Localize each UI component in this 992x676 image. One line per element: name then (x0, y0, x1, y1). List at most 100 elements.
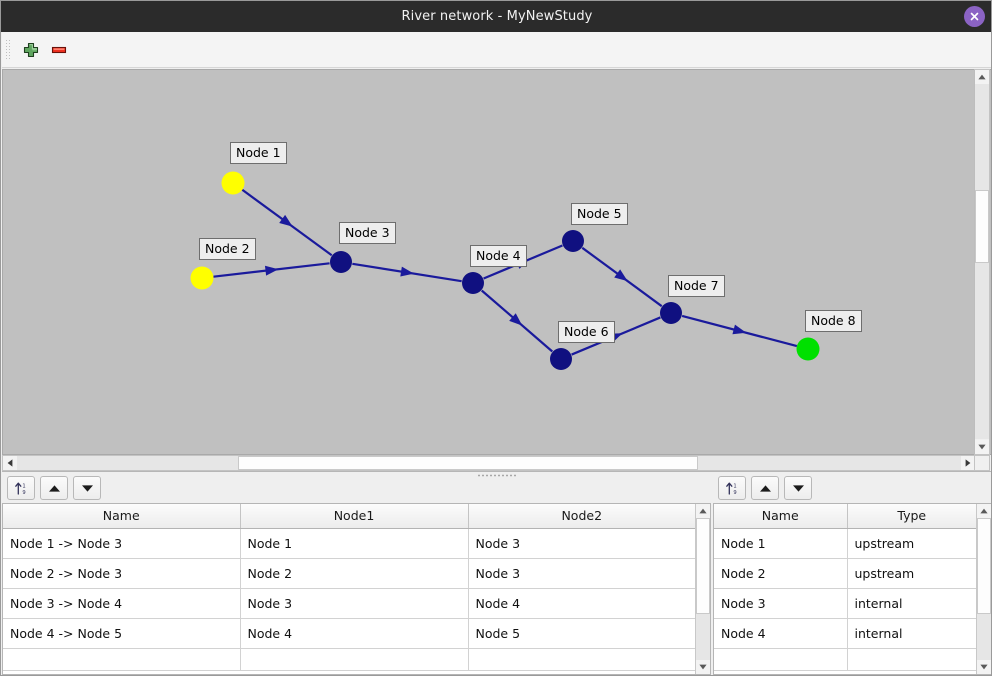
graph-node[interactable] (221, 171, 245, 195)
graph-node-label[interactable]: Node 3 (339, 222, 396, 244)
table-cell[interactable]: Node 4 (240, 618, 469, 649)
table-cell[interactable]: Node 3 (468, 528, 695, 559)
scroll-down-button[interactable] (975, 440, 989, 454)
table-cell[interactable] (240, 648, 469, 671)
table-cell[interactable]: Node 3 (468, 558, 695, 589)
reaches-move-up-button[interactable] (40, 476, 68, 500)
reaches-scroll-thumb[interactable] (696, 518, 710, 614)
nodes-scroll-track[interactable] (977, 614, 991, 662)
table-cell[interactable]: Node 1 (714, 528, 848, 559)
graph-node[interactable] (796, 337, 820, 361)
graph-node-label[interactable]: Node 5 (571, 203, 628, 225)
column-header[interactable]: Node2 (468, 504, 695, 529)
table-cell[interactable]: Node 3 -> Node 4 (3, 588, 241, 619)
table-cell[interactable]: Node 4 (714, 618, 848, 649)
table-cell[interactable]: Node 4 (468, 588, 695, 619)
canvas-horizontal-scrollbar[interactable] (2, 455, 976, 471)
scroll-thumb-horizontal[interactable] (238, 456, 698, 470)
close-button[interactable] (964, 6, 985, 27)
toolbar-grip[interactable] (5, 38, 12, 61)
graph-edges (213, 188, 798, 356)
table-cell[interactable]: Node 2 -> Node 3 (3, 558, 241, 589)
nodes-vertical-scrollbar[interactable] (976, 504, 991, 674)
nodes-sort-button[interactable]: 1 9 (718, 476, 746, 500)
column-header[interactable]: Type (847, 504, 976, 529)
graph-node[interactable] (190, 266, 214, 290)
table-cell[interactable]: internal (847, 588, 976, 619)
table-cell[interactable]: upstream (847, 558, 976, 589)
graph-node-label[interactable]: Node 1 (230, 142, 287, 164)
table-row-empty[interactable] (3, 648, 695, 671)
reaches-move-down-button[interactable] (73, 476, 101, 500)
table-cell[interactable]: internal (847, 618, 976, 649)
column-header[interactable]: Node1 (240, 504, 469, 529)
table-cell[interactable] (3, 648, 241, 671)
graph-node-label[interactable]: Node 2 (199, 238, 256, 260)
reaches-vertical-scrollbar[interactable] (695, 504, 710, 674)
nodes-move-up-button[interactable] (751, 476, 779, 500)
graph-node-label[interactable]: Node 6 (558, 321, 615, 343)
scroll-up-button[interactable] (975, 70, 989, 84)
hscroll-track-left[interactable] (17, 456, 238, 470)
graph-node[interactable] (330, 251, 352, 273)
table-cell[interactable]: Node 3 (240, 588, 469, 619)
reaches-scroll-up-button[interactable] (696, 504, 710, 518)
table-cell[interactable]: Node 5 (468, 618, 695, 649)
reaches-scroll-down-button[interactable] (696, 660, 710, 674)
table-row-empty[interactable] (714, 648, 976, 671)
graph-node[interactable] (462, 272, 484, 294)
river-network-canvas[interactable]: Node 1 Node 2 Node 3 Node 4 Node 5 Node 6 Node… (2, 69, 991, 455)
graph-node-label[interactable]: Node 7 (668, 275, 725, 297)
panel-splitter[interactable] (2, 471, 991, 478)
reaches-scroll-track[interactable] (696, 614, 710, 662)
scroll-track-lower[interactable] (975, 263, 989, 439)
table-cell[interactable]: Node 2 (240, 558, 469, 589)
graph-node[interactable] (562, 230, 584, 252)
nodes-scroll-up-button[interactable] (977, 504, 991, 518)
graph-node[interactable] (550, 348, 572, 370)
arrow-up-icon (759, 484, 771, 492)
nodes-move-down-button[interactable] (784, 476, 812, 500)
table-cell[interactable]: upstream (847, 528, 976, 559)
table-cell[interactable]: Node 1 (240, 528, 469, 559)
hscroll-track-right[interactable] (698, 456, 961, 470)
nodes-scroll-down-button[interactable] (977, 660, 991, 674)
table-cell[interactable] (468, 648, 695, 671)
canvas-vertical-scrollbar[interactable] (974, 69, 990, 455)
table-cell[interactable] (714, 648, 848, 671)
graph-node-label[interactable]: Node 4 (470, 245, 527, 267)
scroll-right-button[interactable] (961, 456, 975, 470)
table-cell[interactable] (847, 648, 976, 671)
add-node-button[interactable] (17, 36, 45, 64)
scroll-thumb-vertical[interactable] (975, 190, 989, 263)
scroll-track-upper[interactable] (975, 84, 989, 190)
column-header[interactable]: Name (3, 504, 241, 529)
table-cell[interactable]: Node 2 (714, 558, 848, 589)
graph-node-label[interactable]: Node 8 (805, 310, 862, 332)
scroll-left-button[interactable] (3, 456, 17, 470)
graph-node[interactable] (660, 302, 682, 324)
remove-node-button[interactable] (45, 36, 73, 64)
table-cell[interactable]: Node 4 -> Node 5 (3, 618, 241, 649)
reaches-sort-button[interactable]: 1 9 (7, 476, 35, 500)
table-cell[interactable]: Node 3 (714, 588, 848, 619)
table-cell[interactable]: Node 1 -> Node 3 (3, 528, 241, 559)
column-header[interactable]: Name (714, 504, 848, 529)
nodes-scroll-thumb[interactable] (977, 518, 991, 614)
